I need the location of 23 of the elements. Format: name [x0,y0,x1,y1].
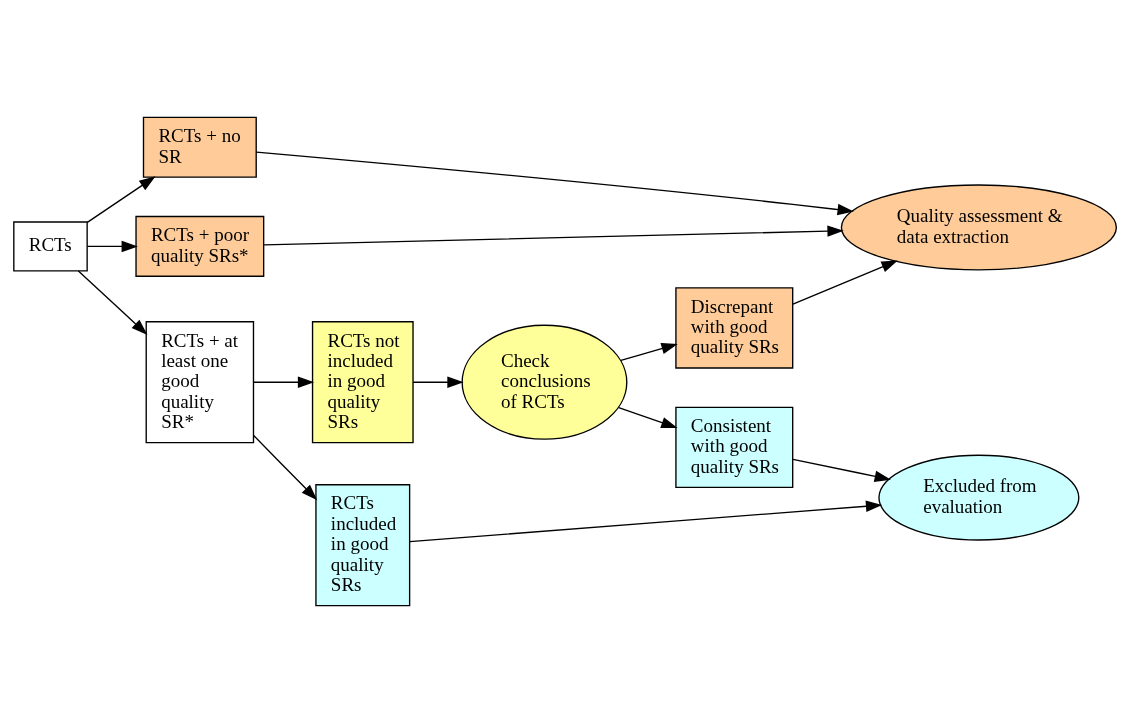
arrow [77,270,148,335]
node-ellipse: Check conclusions of RCTs [461,324,628,440]
arrow [409,500,883,543]
arrow [255,151,854,216]
node-box: RCTs [13,221,88,272]
arrow [86,240,138,253]
arrow [86,176,156,224]
arrow [792,260,898,305]
node-box: Discrepant with good quality SRs [675,287,794,369]
node-box: RCTs + no SR [142,116,257,178]
node-box: Consistent with good quality SRs [675,406,794,489]
node-box: RCTs included in good quality SRs [315,484,411,607]
node-box: RCTs + at least one good quality SR* [145,321,255,444]
arrow [618,406,678,429]
node-box: RCTs + poor quality SRs* [135,215,265,277]
arrow [253,434,318,501]
node-box: RCTs not included in good quality SRs [311,321,414,444]
arrow [253,376,315,388]
arrow [620,342,678,362]
arrow [792,458,891,482]
arrow [412,376,464,388]
arrow [263,225,844,246]
node-ellipse: Excluded from evaluation [878,454,1080,541]
